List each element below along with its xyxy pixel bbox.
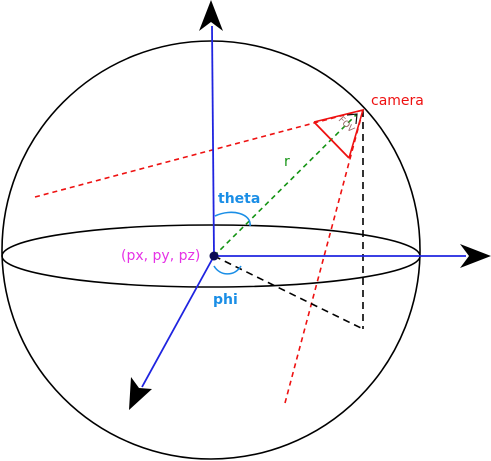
theta-angle-arc bbox=[214, 211, 251, 227]
radius-dashed-line bbox=[213, 113, 358, 257]
fov-wedge bbox=[313, 108, 365, 159]
frustum-upper-dashed-line bbox=[34, 109, 364, 198]
radius-arrowhead bbox=[346, 113, 358, 125]
horizontal-axis-arrowhead bbox=[460, 244, 491, 268]
pivot-coordinates-label: (px, py, pz) bbox=[121, 248, 200, 264]
phi-angle-arc bbox=[213, 265, 242, 275]
vertical-axis bbox=[211, 25, 215, 257]
frustum-lower-dashed-line bbox=[284, 109, 364, 404]
fov-arc-line bbox=[313, 121, 350, 159]
sphere-outline bbox=[1, 40, 421, 460]
depth-axis bbox=[141, 255, 215, 388]
pivot-point-dot bbox=[209, 251, 219, 261]
theta-label: theta bbox=[218, 191, 260, 207]
camera-label: camera bbox=[371, 93, 424, 109]
phi-label: phi bbox=[213, 292, 238, 308]
vertical-axis-arrowhead bbox=[199, 0, 223, 31]
depth-axis-arrowhead bbox=[129, 377, 152, 410]
radius-label: r bbox=[284, 154, 290, 170]
